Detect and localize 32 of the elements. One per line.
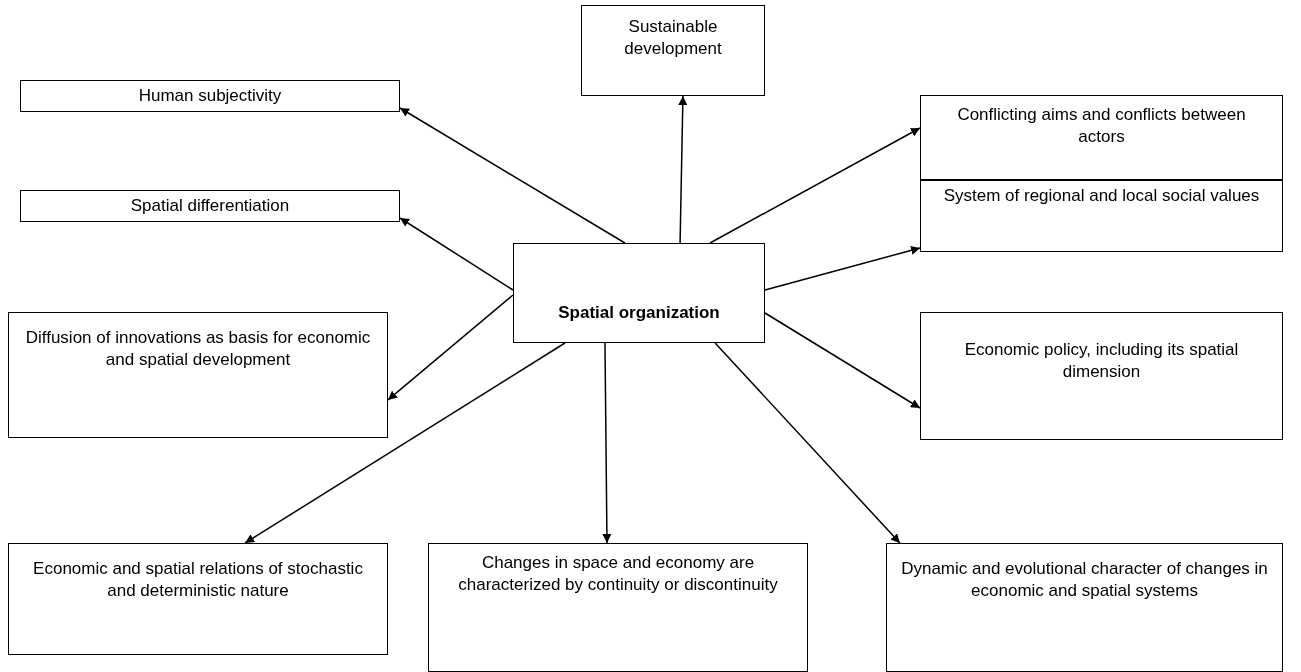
arrow <box>764 246 921 291</box>
concept-box <box>920 312 1283 440</box>
arrow <box>399 217 514 291</box>
concept-box <box>20 190 400 222</box>
concept-label: Diffusion of innovations as basis for economic and spatial development <box>24 327 372 372</box>
concept-label: System of regional and local social values <box>943 185 1260 207</box>
concept-box <box>8 543 388 655</box>
arrow <box>602 342 612 544</box>
arrow <box>764 312 921 409</box>
arrow <box>387 294 514 401</box>
concept-label: Human subjectivity <box>138 84 282 107</box>
concept-box <box>581 5 765 96</box>
concept-label: Dynamic and evolutional character of changes in economic and spatial systems <box>900 558 1269 603</box>
arrow <box>678 95 688 244</box>
concept-label: Conflicting aims and conflicts between actors <box>956 104 1247 149</box>
concept-label: Spatial differentiation <box>130 194 290 217</box>
concept-box <box>920 95 1283 180</box>
concept-box <box>513 243 765 343</box>
concept-box <box>428 543 808 672</box>
arrow <box>399 107 626 244</box>
concept-box <box>886 543 1283 672</box>
concept-label: Changes in space and economy are characterized by continuity or discontinuity <box>457 552 779 597</box>
arrow <box>709 127 921 244</box>
concept-label: Economic and spatial relations of stochastic and deterministic nature <box>32 558 364 603</box>
concept-box <box>8 312 388 438</box>
central-concept-label: Spatial organization <box>558 301 720 324</box>
concept-box <box>920 180 1283 252</box>
concept-label: Economic policy, including its spatial dimension <box>963 339 1240 384</box>
concept-box <box>20 80 400 112</box>
arrow <box>244 342 566 544</box>
concept-label: Sustainable development <box>623 16 723 61</box>
arrow <box>714 342 901 544</box>
